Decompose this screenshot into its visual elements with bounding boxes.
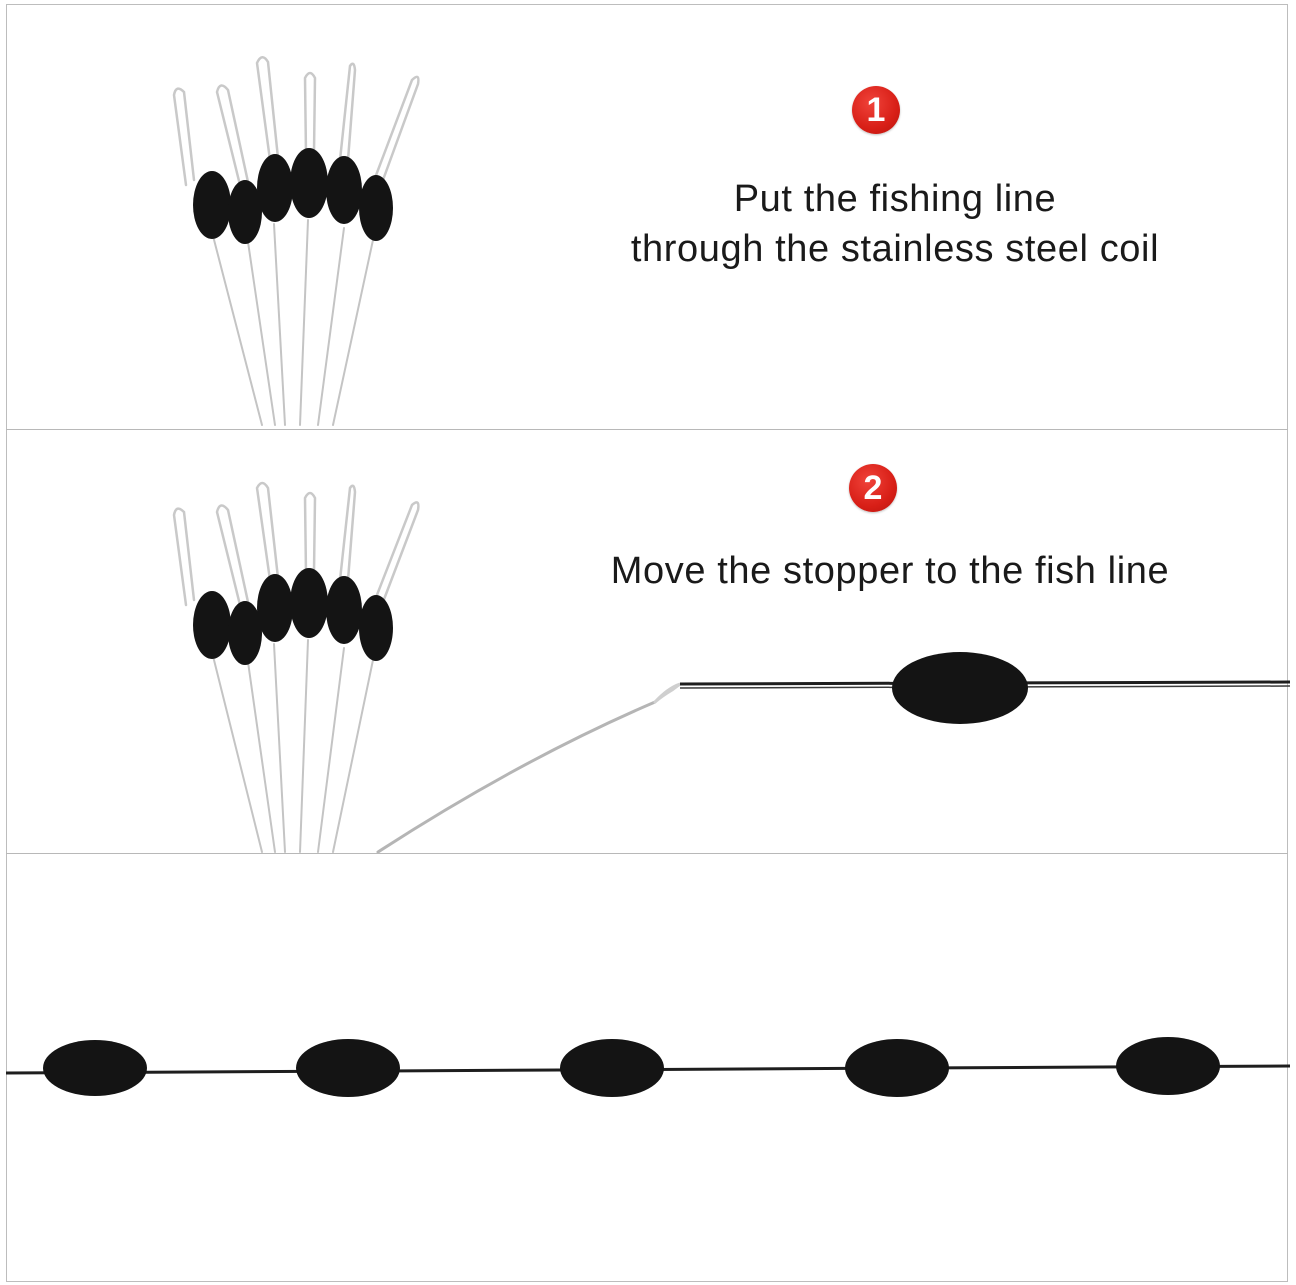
bead bbox=[560, 1039, 664, 1097]
bead bbox=[296, 1039, 400, 1097]
bead bbox=[257, 574, 293, 642]
panel-divider bbox=[6, 429, 1288, 430]
bead bbox=[290, 148, 328, 218]
bead bbox=[193, 171, 231, 239]
step-2-number: 2 bbox=[863, 469, 883, 507]
bead bbox=[228, 180, 262, 244]
bead bbox=[359, 175, 393, 241]
step-1-line-1: Put the fishing line bbox=[733, 178, 1057, 220]
step-1-line-2: through the stainless steel coil bbox=[630, 228, 1160, 270]
step-1-badge: 1 bbox=[852, 86, 900, 134]
fishing-line-2 bbox=[679, 652, 1291, 724]
beads-bundle-2 bbox=[193, 568, 393, 665]
step-1-number: 1 bbox=[866, 91, 886, 129]
threading-wire bbox=[376, 682, 681, 854]
instruction-frame bbox=[6, 4, 1288, 1282]
step-1-text: Put the fishing line through the stainle… bbox=[560, 174, 1230, 274]
stopper-bundle-1 bbox=[172, 56, 420, 426]
bead bbox=[290, 568, 328, 638]
step-2-badge: 2 bbox=[849, 464, 897, 512]
bead bbox=[228, 601, 262, 665]
bead bbox=[1116, 1037, 1220, 1095]
bead bbox=[193, 591, 231, 659]
bead bbox=[326, 156, 362, 224]
bead bbox=[326, 576, 362, 644]
fishing-line-3 bbox=[5, 1037, 1291, 1097]
step-2-line-1: Move the stopper to the fish line bbox=[610, 550, 1170, 592]
stopper-bundle-2 bbox=[172, 481, 420, 853]
bead bbox=[359, 595, 393, 661]
step-2-text: Move the stopper to the fish line bbox=[555, 546, 1225, 596]
panel-divider bbox=[6, 853, 1288, 854]
beads-bundle-1 bbox=[193, 148, 393, 244]
bead bbox=[43, 1040, 147, 1096]
bead bbox=[892, 652, 1028, 724]
bead bbox=[845, 1039, 949, 1097]
bead bbox=[257, 154, 293, 222]
